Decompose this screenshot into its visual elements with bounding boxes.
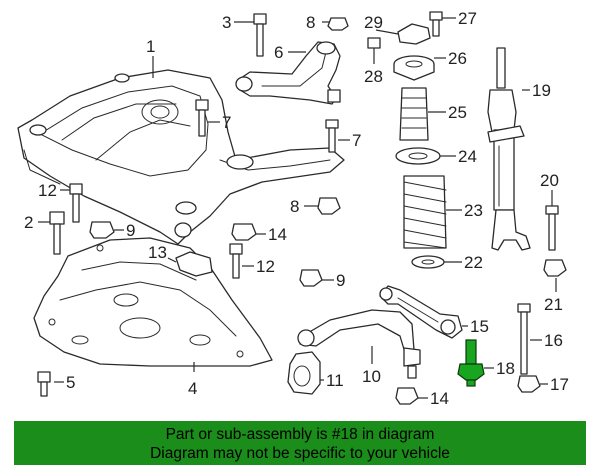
callout-26: 26 xyxy=(448,49,467,68)
callout-19: 19 xyxy=(532,81,551,100)
callout-17: 17 xyxy=(550,375,569,394)
callout-12a: 12 xyxy=(38,181,57,200)
callout-4: 4 xyxy=(188,379,197,398)
callout-5: 5 xyxy=(66,373,75,392)
tension-strut xyxy=(379,285,463,339)
callout-6: 6 xyxy=(274,43,283,62)
callout-1: 1 xyxy=(146,37,155,56)
callout-22: 22 xyxy=(464,253,483,272)
callout-16: 16 xyxy=(544,331,563,350)
info-banner: Part or sub-assembly is #18 in diagram D… xyxy=(14,421,586,465)
callout-14b: 14 xyxy=(430,389,449,408)
subframe xyxy=(17,69,345,245)
banner-line-1: Part or sub-assembly is #18 in diagram xyxy=(165,426,435,443)
callout-7a: 7 xyxy=(222,113,231,132)
callout-14a: 14 xyxy=(268,225,287,244)
callout-11: 11 xyxy=(326,371,344,390)
spring-stack xyxy=(367,23,447,269)
callout-25: 25 xyxy=(448,103,467,122)
callout-7b: 7 xyxy=(352,131,361,150)
callout-20: 20 xyxy=(540,171,559,190)
lower-control-arm xyxy=(297,309,421,379)
callout-13: 13 xyxy=(148,243,167,262)
skid-plate xyxy=(33,237,273,367)
callout-8a: 8 xyxy=(306,13,315,32)
callout-numbers: 1 2 3 4 5 6 7 7 8 8 9 9 10 11 12 12 13 1… xyxy=(24,9,569,408)
bushing xyxy=(287,351,321,395)
callout-10: 10 xyxy=(362,367,381,386)
banner-line-2: Diagram may not be specific to your vehi… xyxy=(150,445,450,462)
callout-2: 2 xyxy=(24,213,33,232)
highlighted-part-18 xyxy=(457,339,485,387)
callout-8b: 8 xyxy=(290,197,299,216)
callout-29: 29 xyxy=(364,13,383,32)
callout-9a: 9 xyxy=(126,221,135,240)
callout-leaders xyxy=(38,17,557,399)
callout-23: 23 xyxy=(464,201,483,220)
callout-18: 18 xyxy=(496,359,515,378)
callout-9b: 9 xyxy=(336,271,345,290)
callout-15: 15 xyxy=(470,317,489,336)
callout-21: 21 xyxy=(544,295,563,314)
callout-24: 24 xyxy=(458,147,477,166)
callout-28: 28 xyxy=(364,67,383,86)
callout-12b: 12 xyxy=(256,257,275,276)
callout-3: 3 xyxy=(222,13,231,32)
upper-control-arm xyxy=(235,41,341,105)
strut-shock xyxy=(487,47,531,251)
callout-27: 27 xyxy=(458,9,477,28)
